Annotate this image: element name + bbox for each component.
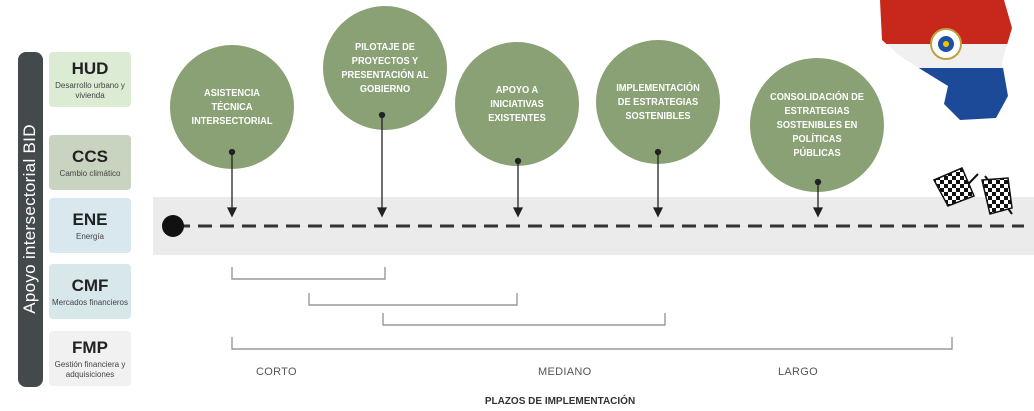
- checkered-flags-icon: [932, 167, 1013, 215]
- sector-name: Desarrollo urbano y vivienda: [55, 80, 125, 100]
- sector-name: Mercados financieros: [51, 297, 129, 307]
- milestone-apoyo: APOYO A INICIATIVAS EXISTENTES: [455, 42, 579, 166]
- milestone-label: ASISTENCIA TÉCNICA INTERSECTORIAL: [191, 87, 273, 127]
- milestone-label: APOYO A INICIATIVAS EXISTENTES: [488, 84, 546, 124]
- paraguay-flag-map-icon: [880, 0, 1012, 120]
- milestone-consolidacion: CONSOLIDACIÓN DE ESTRATEGIAS SOSTENIBLES…: [750, 58, 884, 192]
- bracket-overall: [231, 337, 953, 350]
- arrow-implementacion: [652, 148, 664, 218]
- bracket-asistencia: [231, 267, 386, 280]
- sector-ene: ENE Energía: [49, 198, 131, 253]
- sector-name: Gestión financiera y adquisiciones: [54, 359, 126, 379]
- period-brackets: [231, 267, 953, 350]
- term-short: CORTO: [256, 366, 297, 378]
- axis-title: PLAZOS DE IMPLEMENTACIÓN: [484, 396, 636, 407]
- term-long: LARGO: [778, 366, 819, 378]
- sector-code: CMF: [71, 275, 109, 295]
- milestone-label: PILOTAJE DE PROYECTOS Y PRESENTACIÓN AL …: [341, 41, 429, 95]
- milestone-pilotaje: PILOTAJE DE PROYECTOS Y PRESENTACIÓN AL …: [323, 6, 447, 130]
- bracket-pilotaje: [308, 293, 518, 306]
- sector-cmf: CMF Mercados financieros: [49, 264, 131, 319]
- sector-name: Cambio climático: [59, 168, 121, 178]
- arrow-apoyo: [512, 157, 524, 218]
- sector-code: FMP: [72, 337, 108, 357]
- milestone-label: IMPLEMENTACIÓN DE ESTRATEGIAS SOSTENIBLE…: [616, 82, 700, 122]
- arrow-asistencia: [226, 148, 238, 218]
- bracket-apoyo: [382, 313, 666, 326]
- sector-hud: HUD Desarrollo urbano y vivienda: [49, 52, 131, 107]
- sector-code: HUD: [71, 58, 109, 78]
- arrow-consolidacion: [812, 178, 824, 218]
- sector-fmp: FMP Gestión financiera y adquisiciones: [49, 331, 131, 386]
- sector-code: ENE: [72, 209, 108, 229]
- sector-ccs: CCS Cambio climático: [49, 135, 131, 190]
- side-bar: [18, 52, 43, 387]
- arrow-pilotaje: [376, 111, 388, 218]
- milestone-label: CONSOLIDACIÓN DE ESTRATEGIAS SOSTENIBLES…: [770, 91, 864, 159]
- term-medium: MEDIANO: [538, 366, 592, 378]
- start-dot: [162, 215, 184, 237]
- sector-code: CCS: [72, 146, 108, 166]
- sector-name: Energía: [75, 231, 105, 241]
- milestone-implementacion: IMPLEMENTACIÓN DE ESTRATEGIAS SOSTENIBLE…: [596, 40, 720, 164]
- milestone-asistencia: ASISTENCIA TÉCNICA INTERSECTORIAL: [170, 45, 294, 169]
